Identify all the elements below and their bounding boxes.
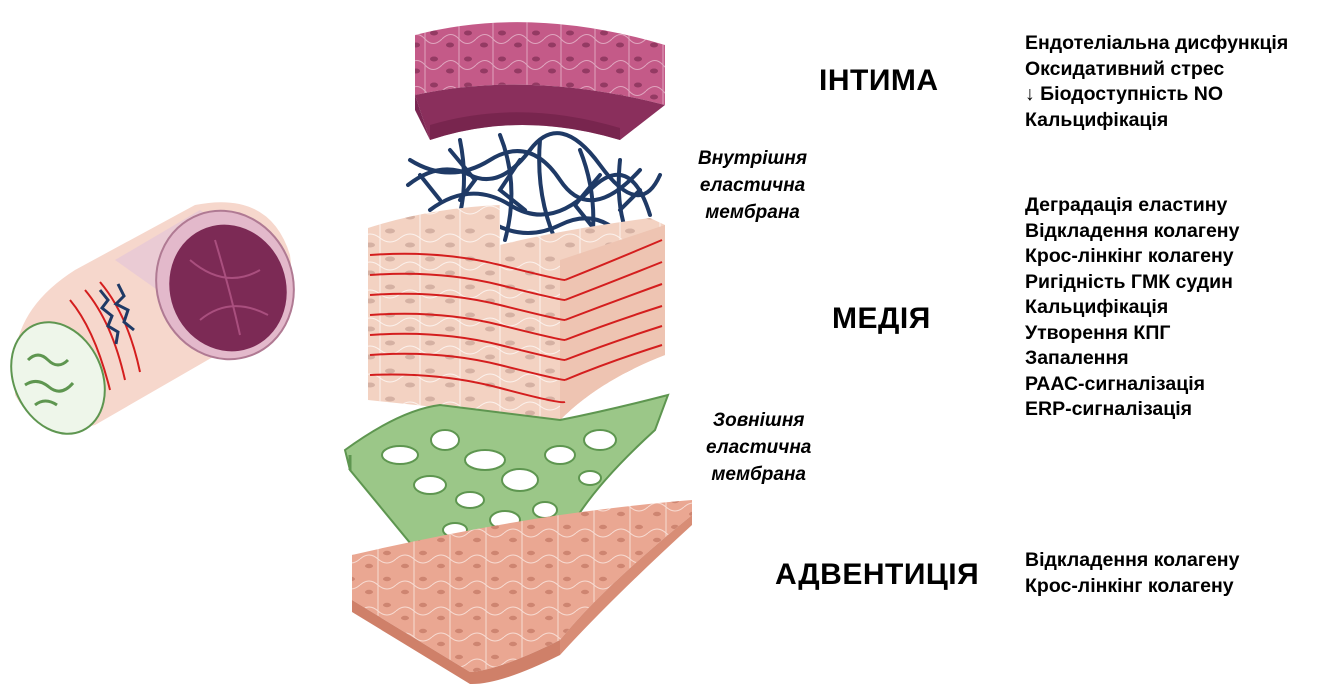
layer-title-adventitia: АДВЕНТИЦІЯ [775, 558, 979, 592]
effect-item: Крос-лінкінг колагену [1025, 244, 1239, 270]
effect-item: Ригідність ГМК судин [1025, 270, 1239, 296]
effect-item: Кальцифікація [1025, 108, 1288, 134]
inner-membrane-label-line: еластична [698, 172, 807, 199]
effect-item: Деградація еластину [1025, 193, 1239, 219]
outer-membrane-label: Зовнішня еластична мембрана [706, 407, 811, 488]
vessel-cylinder [0, 191, 315, 449]
effect-item: Утворення КПГ [1025, 321, 1239, 347]
inner-membrane-label-line: Внутрішня [698, 145, 807, 172]
layer-title-media: МЕДІЯ [832, 302, 931, 336]
effect-item: Відкладення колагену [1025, 219, 1239, 245]
effect-item: Оксидативний стрес [1025, 57, 1288, 83]
effect-item: Кальцифікація [1025, 295, 1239, 321]
media-effects-list: Деградація еластину Відкладення колагену… [1025, 193, 1239, 423]
media-block [368, 205, 665, 420]
layer-title-intima: ІНТИМА [819, 64, 939, 98]
adventitia-effects-list: Відкладення колагену Крос-лінкінг колаге… [1025, 548, 1239, 599]
outer-membrane-label-line: Зовнішня [706, 407, 811, 434]
intima-effects-list: Ендотеліальна дисфункція Оксидативний ст… [1025, 31, 1288, 133]
effect-item: ERP-сигналізація [1025, 397, 1239, 423]
outer-membrane-label-line: еластична [706, 434, 811, 461]
intima-slab [415, 22, 665, 140]
inner-membrane-label-line: мембрана [698, 199, 807, 226]
effect-item: Крос-лінкінг колагену [1025, 574, 1239, 600]
effect-item: ↓ Біодоступність NO [1025, 82, 1288, 108]
outer-membrane-label-line: мембрана [706, 461, 811, 488]
inner-membrane-label: Внутрішня еластична мембрана [698, 145, 807, 226]
effect-item: Запалення [1025, 346, 1239, 372]
effect-item: Відкладення колагену [1025, 548, 1239, 574]
effect-item: Ендотеліальна дисфункція [1025, 31, 1288, 57]
effect-item: РААС-сигналізація [1025, 372, 1239, 398]
